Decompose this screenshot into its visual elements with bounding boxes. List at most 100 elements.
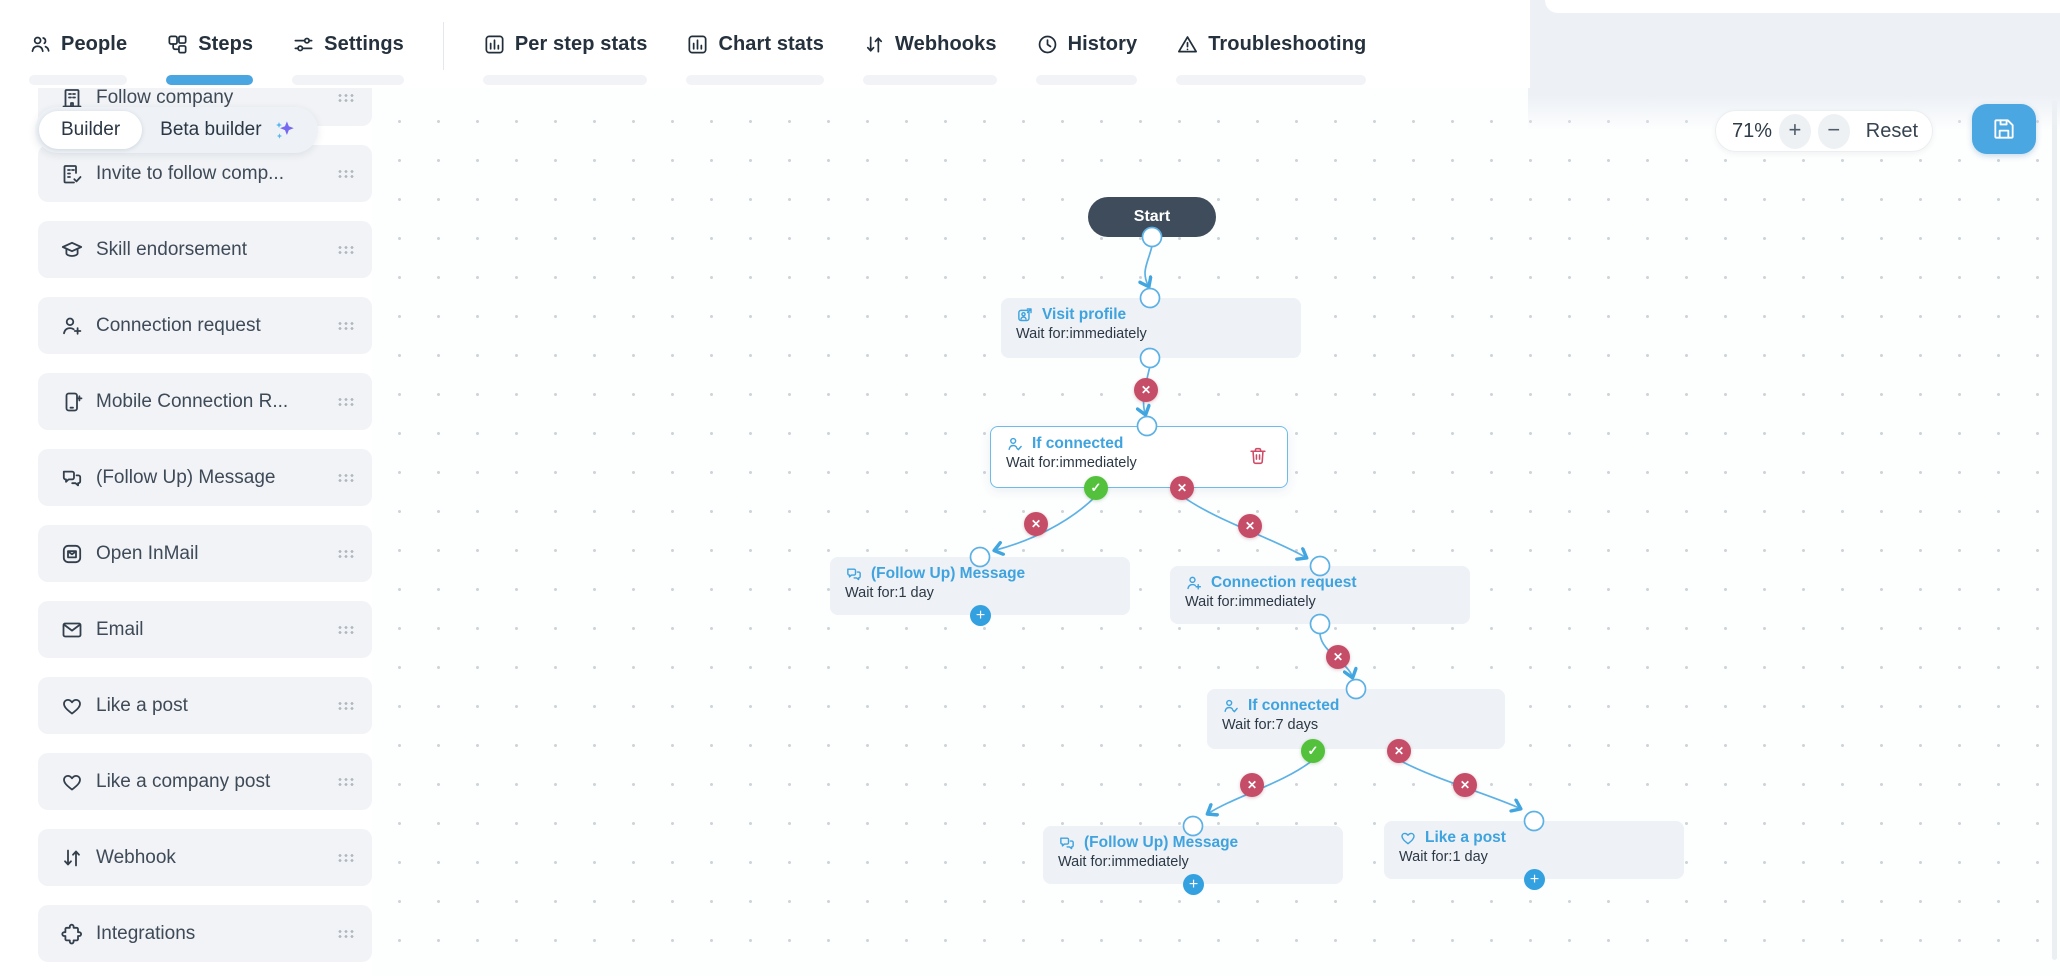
tab-chart-stats-label: Chart stats bbox=[718, 32, 825, 55]
people-icon bbox=[29, 33, 52, 56]
zoom-reset-button[interactable]: Reset bbox=[1865, 119, 1919, 142]
tab-per-step-stats-label: Per step stats bbox=[514, 32, 648, 55]
sidebar-item-label: Open InMail bbox=[96, 542, 199, 564]
add-step-button[interactable]: + bbox=[1524, 869, 1545, 890]
profile-visit-icon bbox=[1016, 306, 1034, 324]
steps-icon bbox=[166, 33, 189, 56]
node-title: (Follow Up) Message bbox=[1084, 834, 1239, 851]
add-step-button[interactable]: + bbox=[1183, 874, 1204, 895]
sidebar-item-invite-to-follow-company[interactable]: Invite to follow comp... bbox=[38, 145, 372, 202]
drag-handle-icon[interactable] bbox=[337, 168, 354, 179]
bar-chart-icon bbox=[483, 33, 506, 56]
drag-handle-icon[interactable] bbox=[337, 852, 354, 863]
sidebar-item-label: Mobile Connection R... bbox=[96, 390, 289, 412]
canvas-scrollbar[interactable] bbox=[2052, 100, 2057, 960]
sparkles-icon bbox=[275, 120, 294, 139]
zoom-in-button[interactable]: + bbox=[1779, 113, 1811, 149]
drag-handle-icon[interactable] bbox=[337, 92, 354, 103]
sidebar-item-label: Invite to follow comp... bbox=[96, 162, 284, 184]
branch-no-handle[interactable]: ✕ bbox=[1170, 476, 1194, 500]
branch-yes-handle[interactable]: ✓ bbox=[1084, 476, 1108, 500]
edge-delete-button[interactable]: ✕ bbox=[1238, 514, 1262, 538]
sidebar-item-label: Follow company bbox=[96, 86, 234, 108]
sidebar-item-email[interactable]: Email bbox=[38, 601, 372, 658]
tab-webhooks[interactable]: Webhooks bbox=[863, 0, 997, 85]
node-wait-text: Wait for:immediately bbox=[1058, 854, 1189, 870]
drag-handle-icon[interactable] bbox=[337, 700, 354, 711]
node-title: If connected bbox=[1248, 697, 1340, 714]
tab-troubleshooting[interactable]: Troubleshooting bbox=[1176, 0, 1367, 85]
tab-chart-stats[interactable]: Chart stats bbox=[686, 0, 825, 85]
heart-icon bbox=[60, 770, 84, 794]
drag-handle-icon[interactable] bbox=[337, 244, 354, 255]
flow-node-connection-request[interactable]: Connection request Wait for:immediately bbox=[1170, 566, 1470, 624]
flow-canvas[interactable]: Start Visit profile Wait for:immediately… bbox=[372, 88, 2060, 976]
person-check-icon bbox=[1222, 697, 1240, 715]
chat-bubbles-icon bbox=[845, 565, 863, 583]
sidebar-item-label: Connection request bbox=[96, 314, 261, 336]
tab-people-underline bbox=[29, 75, 128, 85]
edge-delete-button[interactable]: ✕ bbox=[1240, 773, 1264, 797]
sidebar-item-webhook[interactable]: Webhook bbox=[38, 829, 372, 886]
tab-beta-builder[interactable]: Beta builder bbox=[160, 117, 301, 144]
drag-handle-icon[interactable] bbox=[337, 928, 354, 939]
branch-no-handle[interactable]: ✕ bbox=[1387, 739, 1411, 763]
warning-triangle-icon bbox=[1176, 33, 1199, 56]
tab-steps-label: Steps bbox=[198, 32, 254, 55]
drag-handle-icon[interactable] bbox=[337, 776, 354, 787]
drag-handle-icon[interactable] bbox=[337, 548, 354, 559]
tab-builder[interactable]: Builder bbox=[39, 111, 143, 149]
drag-handle-icon[interactable] bbox=[337, 472, 354, 483]
edge-delete-button[interactable]: ✕ bbox=[1453, 773, 1477, 797]
sidebar-item-connection-request[interactable]: Connection request bbox=[38, 297, 372, 354]
sidebar-item-integrations[interactable]: Integrations bbox=[38, 905, 372, 962]
tab-builder-label: Builder bbox=[61, 119, 121, 140]
sidebar-item-label: Email bbox=[96, 618, 144, 640]
building-check-icon bbox=[60, 162, 84, 186]
flow-node-start[interactable]: Start bbox=[1088, 197, 1216, 237]
flow-node-if-connected-1[interactable]: If connected Wait for:immediately bbox=[990, 426, 1288, 488]
tab-people[interactable]: People bbox=[29, 0, 128, 85]
tab-settings[interactable]: Settings bbox=[292, 0, 404, 85]
sidebar-item-skill-endorsement[interactable]: Skill endorsement bbox=[38, 221, 372, 278]
flow-node-visit-profile[interactable]: Visit profile Wait for:immediately bbox=[1001, 298, 1301, 358]
drag-handle-icon[interactable] bbox=[337, 320, 354, 331]
phone-plus-icon bbox=[60, 390, 84, 414]
sliders-icon bbox=[292, 33, 315, 56]
delete-node-button[interactable] bbox=[1247, 445, 1271, 469]
zoom-out-button[interactable]: − bbox=[1817, 113, 1850, 149]
zoom-level: 71% bbox=[1732, 119, 1773, 142]
drag-handle-icon[interactable] bbox=[337, 396, 354, 407]
sidebar-item-mobile-connection-request[interactable]: Mobile Connection R... bbox=[38, 373, 372, 430]
sidebar-item-label: Webhook bbox=[96, 846, 176, 868]
node-wait-text: Wait for:immediately bbox=[1016, 326, 1147, 342]
edge-delete-button[interactable]: ✕ bbox=[1024, 512, 1048, 536]
person-check-icon bbox=[1006, 435, 1024, 453]
sidebar-item-like-a-company-post[interactable]: Like a company post bbox=[38, 753, 372, 810]
node-title: Visit profile bbox=[1042, 306, 1127, 323]
add-step-button[interactable]: + bbox=[970, 605, 991, 626]
tab-steps-underline-active bbox=[166, 75, 254, 85]
sidebar-item-followup-message[interactable]: (Follow Up) Message bbox=[38, 449, 372, 506]
tab-per-step-stats[interactable]: Per step stats bbox=[482, 0, 648, 85]
node-title: Like a post bbox=[1425, 829, 1506, 846]
sidebar-item-open-inmail[interactable]: Open InMail bbox=[38, 525, 372, 582]
tab-history[interactable]: History bbox=[1035, 0, 1138, 85]
drag-handle-icon[interactable] bbox=[337, 624, 354, 635]
edge-delete-button[interactable]: ✕ bbox=[1326, 645, 1350, 669]
top-navbar: People Steps Settings Per step stats Cha… bbox=[0, 0, 1530, 88]
chat-bubbles-icon bbox=[1058, 834, 1076, 852]
edge-delete-button[interactable]: ✕ bbox=[1134, 378, 1158, 402]
sidebar-item-like-a-post[interactable]: Like a post bbox=[38, 677, 372, 734]
save-button[interactable] bbox=[1972, 104, 2036, 154]
tab-steps[interactable]: Steps bbox=[166, 0, 254, 85]
branch-yes-handle[interactable]: ✓ bbox=[1301, 739, 1325, 763]
tab-history-underline bbox=[1035, 75, 1138, 85]
builder-mode-toggle: Builder Beta builder bbox=[35, 107, 318, 153]
tab-per-step-stats-underline bbox=[482, 75, 648, 85]
sidebar-item-label: Like a post bbox=[96, 694, 188, 716]
node-title: Connection request bbox=[1211, 574, 1357, 591]
heart-icon bbox=[60, 694, 84, 718]
flow-node-if-connected-2[interactable]: If connected Wait for:7 days bbox=[1207, 689, 1505, 749]
